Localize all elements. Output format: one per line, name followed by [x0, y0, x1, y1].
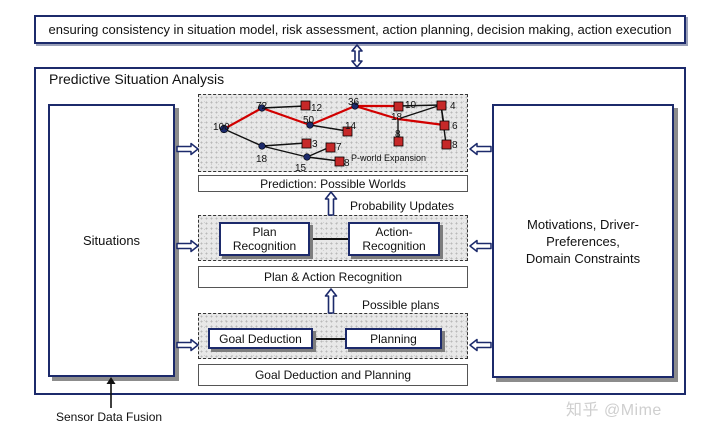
plan-recognition-line-2: Recognition: [232, 239, 297, 253]
prediction-caption: Prediction: Possible Worlds: [198, 175, 468, 192]
tree-value-label: 8: [395, 129, 401, 140]
planning-box: Planning: [345, 328, 442, 349]
up-arrow-icon: [324, 191, 338, 216]
goal-deduction-box: Goal Deduction: [208, 328, 313, 349]
motivations-line-3: Domain Constraints: [525, 250, 641, 266]
planning-label: Planning: [370, 331, 417, 346]
right-arrow-icon: [176, 239, 199, 253]
tree-value-label: 18: [391, 112, 403, 123]
goal-planning-caption-text: Goal Deduction and Planning: [254, 368, 412, 382]
plan-action-connector: [298, 238, 348, 240]
sensor-data-fusion-label: Sensor Data Fusion: [56, 410, 163, 424]
predictive-situation-analysis-frame: [34, 67, 686, 395]
tree-value-label: 4: [450, 101, 456, 112]
tree-value-label: 8: [344, 158, 350, 169]
plan-recognition-box: Plan Recognition: [219, 222, 310, 256]
tree-value-label: 72: [256, 101, 268, 112]
watermark: 知乎 @Mime: [566, 402, 662, 419]
situations-box: Situations: [48, 104, 175, 377]
goal-planning-connector: [310, 338, 348, 340]
p-world-expansion-label: P-world Expansion: [351, 153, 426, 163]
probability-updates-label: Probability Updates: [350, 199, 455, 213]
prediction-panel: 100 72 12 50 14 18 3 7 15 8 36 10 18 8 4…: [198, 94, 468, 173]
prediction-caption-text: Prediction: Possible Worlds: [260, 176, 406, 191]
right-arrow-icon: [176, 338, 199, 352]
tree-value-label: 18: [256, 154, 268, 165]
tree-node-root: [219, 124, 229, 134]
bidirectional-arrow-icon: [351, 44, 363, 68]
motivations-box: Motivations, Driver- Preferences, Domain…: [492, 104, 674, 378]
possible-plans-label: Possible plans: [362, 298, 440, 312]
right-arrow-icon: [176, 142, 199, 156]
tree-value-label: 8: [452, 140, 458, 151]
tree-value-label: 7: [336, 142, 342, 153]
motivations-line-2: Preferences,: [546, 233, 620, 249]
action-recognition-line-2: Recognition: [362, 239, 426, 253]
tree-value-label: 36: [348, 97, 360, 108]
left-arrow-icon: [469, 142, 492, 156]
goal-deduction-label: Goal Deduction: [219, 331, 302, 346]
motivations-line-1: Motivations, Driver-: [527, 216, 639, 232]
outer-title: Predictive Situation Analysis: [49, 71, 225, 87]
tree-value-label: 15: [295, 163, 307, 173]
plan-action-caption-text: Plan & Action Recognition: [263, 270, 403, 284]
situations-label: Situations: [82, 233, 141, 248]
tree-value-label: 100: [213, 122, 230, 133]
possible-worlds-tree: 100 72 12 50 14 18 3 7 15 8 36 10 18 8 4…: [213, 97, 458, 173]
action-recognition-line-1: Action-: [375, 225, 413, 239]
sensor-up-arrow-icon: [106, 377, 116, 408]
tree-value-label: 6: [452, 121, 458, 132]
plan-action-caption: Plan & Action Recognition: [198, 266, 468, 288]
tree-value-label: 14: [345, 121, 357, 132]
tree-value-label: 12: [311, 103, 323, 114]
left-arrow-icon: [469, 239, 492, 253]
tree-value-label: 3: [312, 139, 318, 150]
goal-planning-caption: Goal Deduction and Planning: [198, 364, 468, 386]
tree-value-label: 50: [303, 115, 315, 126]
left-arrow-icon: [469, 338, 492, 352]
plan-recognition-line-1: Plan: [252, 225, 277, 239]
up-arrow-icon: [324, 288, 338, 314]
top-banner-text: ensuring consistency in situation model,…: [48, 22, 672, 37]
top-banner: ensuring consistency in situation model,…: [34, 15, 686, 44]
tree-value-label: 10: [405, 100, 417, 111]
action-recognition-box: Action- Recognition: [348, 222, 440, 256]
